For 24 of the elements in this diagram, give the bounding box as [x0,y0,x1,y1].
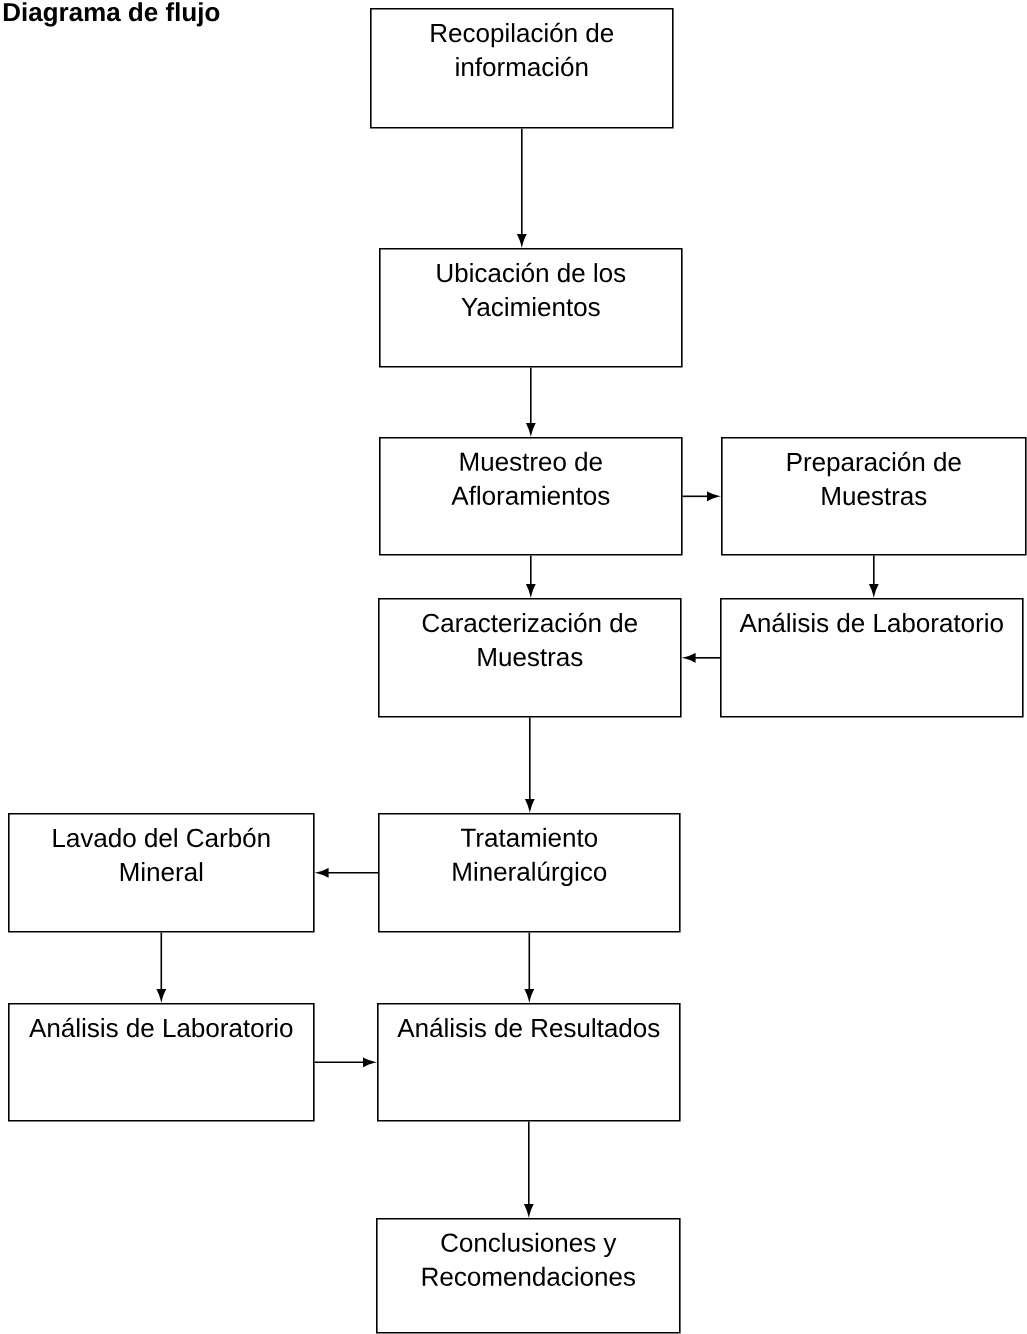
arrow [524,931,534,1001]
arrow [525,716,535,811]
process-box: Muestreo de Afloramientos [379,437,683,556]
process-box: Caracterización de Muestras [378,598,682,718]
process-box: Conclusiones y Recomendaciones [376,1218,681,1334]
process-box: Análisis de Laboratorio [8,1003,315,1122]
arrow [526,554,536,596]
arrow [156,931,166,1001]
process-box: Análisis de Resultados [377,1003,681,1122]
process-box: Ubicación de los Yacimientos [379,248,683,368]
process-box: Lavado del Carbón Mineral [8,813,315,933]
arrow [681,491,719,501]
diagram-title: Diagrama de flujo [3,2,220,27]
process-box: Tratamiento Mineralúrgico [378,813,681,933]
arrow [517,127,527,246]
arrow [524,1120,534,1216]
arrow [869,554,879,596]
process-box: Preparación de Muestras [721,437,1027,556]
arrow [526,366,536,435]
process-box: Recopilación de información [370,8,674,129]
process-box: Análisis de Laboratorio [720,598,1024,718]
arrow [317,868,379,878]
arrow [313,1057,375,1067]
arrow [684,653,721,663]
